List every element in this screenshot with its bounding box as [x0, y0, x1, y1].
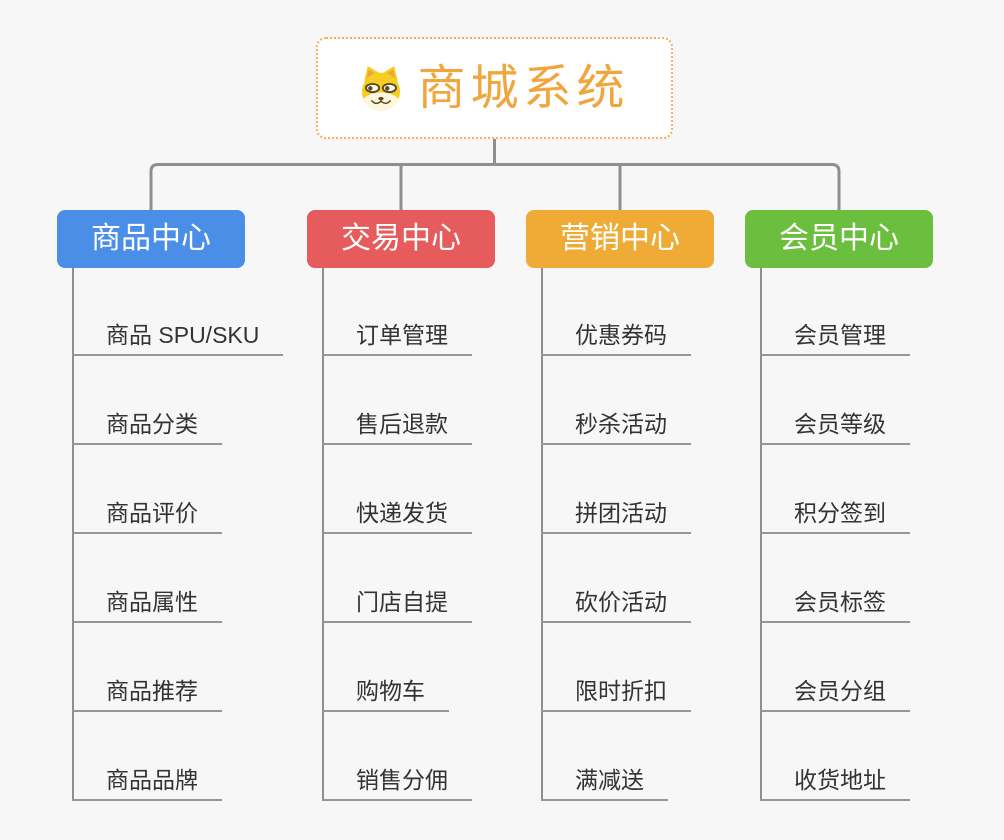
- leaf-topic[interactable]: 商品 SPU/SKU: [72, 314, 284, 356]
- leaf-topic[interactable]: 商品属性: [72, 581, 222, 623]
- leaf-topic[interactable]: 商品分类: [72, 403, 222, 445]
- leaf-topic[interactable]: 优惠券码: [541, 314, 691, 356]
- leaf-topic[interactable]: 砍价活动: [541, 581, 691, 623]
- leaf-topic[interactable]: 限时折扣: [541, 670, 691, 712]
- branch-node-3[interactable]: 营销中心: [526, 210, 714, 268]
- leaf-topic[interactable]: 商品推荐: [72, 670, 222, 712]
- leaf-topic[interactable]: 会员标签: [760, 581, 910, 623]
- leaf-topic[interactable]: 订单管理: [322, 314, 472, 356]
- leaf-topic[interactable]: 积分签到: [760, 492, 910, 534]
- connector-bus: [149, 163, 841, 210]
- leaf-topic[interactable]: 满减送: [541, 759, 668, 801]
- branch-node-4[interactable]: 会员中心: [745, 210, 933, 268]
- branch-node-1[interactable]: 商品中心: [57, 210, 245, 268]
- leaf-topic[interactable]: 拼团活动: [541, 492, 691, 534]
- root-node-mall-system[interactable]: 商城系统: [316, 37, 673, 139]
- leaf-topic[interactable]: 收货地址: [760, 759, 910, 801]
- leaf-topic[interactable]: 快递发货: [322, 492, 472, 534]
- leaf-topic[interactable]: 会员分组: [760, 670, 910, 712]
- leaf-topic[interactable]: 售后退款: [322, 403, 472, 445]
- leaf-topic[interactable]: 会员等级: [760, 403, 910, 445]
- leaf-topic[interactable]: 门店自提: [322, 581, 472, 623]
- leaf-topic[interactable]: 商品品牌: [72, 759, 222, 801]
- leaf-topic[interactable]: 销售分佣: [322, 759, 472, 801]
- leaf-topic[interactable]: 秒杀活动: [541, 403, 691, 445]
- leaf-topic[interactable]: 会员管理: [760, 314, 910, 356]
- root-node-title: 商城系统: [417, 62, 630, 115]
- leaf-topic[interactable]: 商品评价: [72, 492, 222, 534]
- branch-node-2[interactable]: 交易中心: [307, 210, 495, 268]
- leaf-topic[interactable]: 购物车: [322, 670, 449, 712]
- dog-face-icon: [359, 62, 403, 114]
